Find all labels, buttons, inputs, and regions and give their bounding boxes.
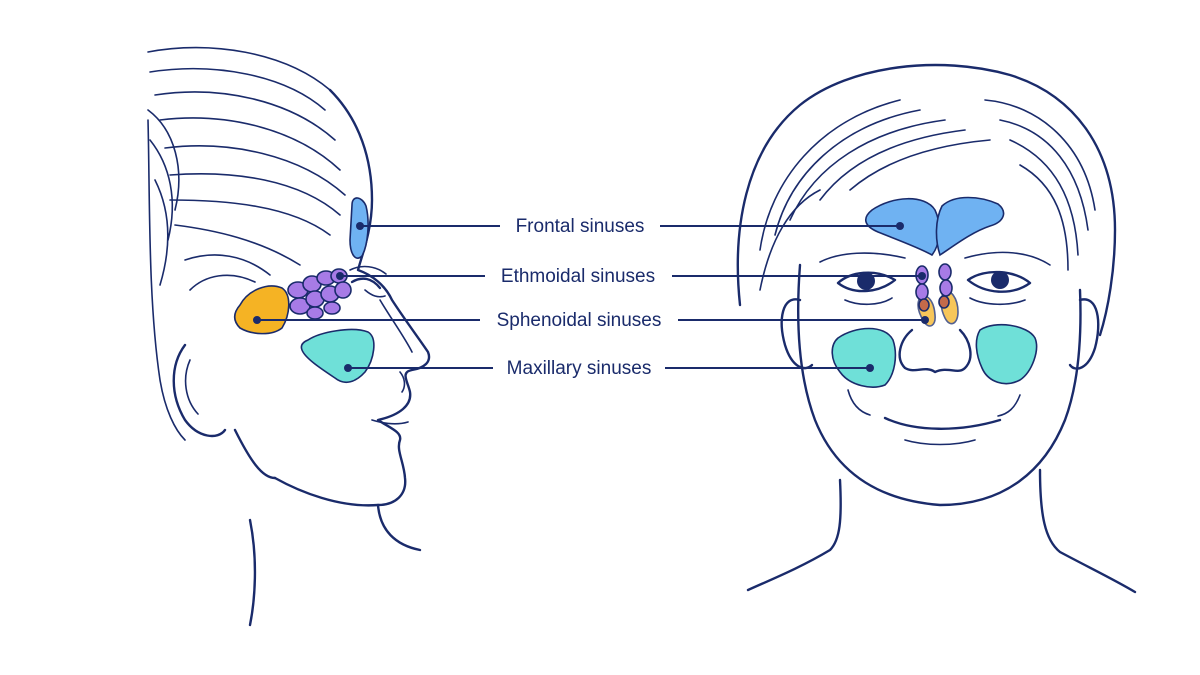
frontal-sinuses-label: Frontal sinuses <box>516 216 645 237</box>
front-ear-left <box>780 298 814 370</box>
profile-ear <box>172 343 227 438</box>
profile-sinuses <box>233 197 375 384</box>
front-nose <box>898 328 972 374</box>
label-frontal: Frontal sinuses <box>356 216 904 237</box>
front-eye-right <box>966 270 1032 306</box>
front-mouth <box>883 416 1002 430</box>
front-frontal-sinus-right <box>935 196 1005 257</box>
profile-sphenoidal-sinus <box>233 285 290 335</box>
profile-eye <box>350 277 382 290</box>
front-hair-outline <box>736 63 1117 337</box>
profile-head <box>147 46 431 627</box>
ethmoidal-sinuses-label: Ethmoidal sinuses <box>501 266 655 287</box>
label-sphenoidal: Sphenoidal sinuses <box>253 310 929 331</box>
front-maxillary-sinus-right <box>975 323 1038 385</box>
sphenoidal-sinuses-label: Sphenoidal sinuses <box>497 310 662 331</box>
front-maxillary-sinus-left <box>831 327 897 388</box>
front-ear-right <box>1068 298 1100 370</box>
profile-hair <box>147 46 346 291</box>
label-ethmoidal: Ethmoidal sinuses <box>336 266 926 287</box>
maxillary-sinuses-label: Maxillary sinuses <box>507 358 652 379</box>
front-head <box>736 63 1137 594</box>
label-maxillary: Maxillary sinuses <box>344 358 874 379</box>
front-ethmoidal-sinus <box>915 263 953 312</box>
front-face-outline <box>796 263 1082 507</box>
profile-maxillary-sinus <box>300 328 375 384</box>
